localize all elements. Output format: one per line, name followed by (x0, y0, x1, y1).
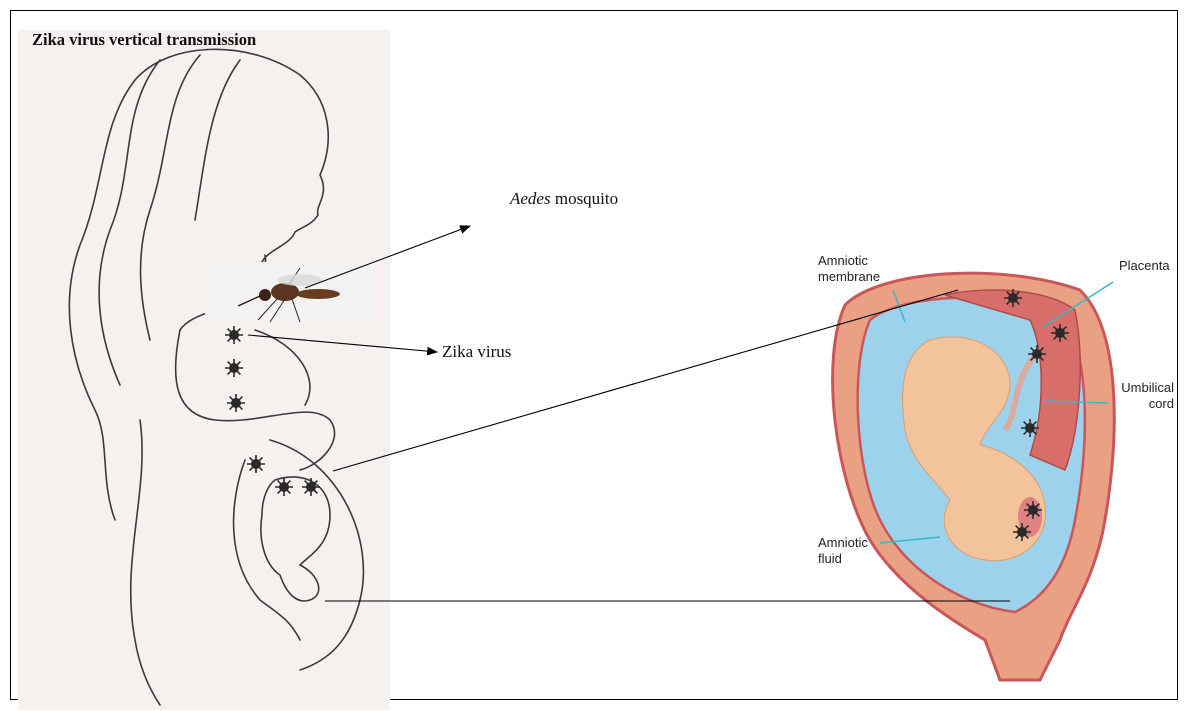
amniotic-fluid-label: Amniotic fluid (818, 535, 868, 567)
zika-virus-label: Zika virus (442, 342, 511, 362)
amniotic-fluid-line-1: Amniotic (818, 535, 868, 551)
aedes-genus: Aedes (510, 189, 551, 208)
virus-particles-woman (225, 326, 320, 496)
mosquito-word: mosquito (551, 189, 619, 208)
amniotic-membrane-line-1: Amniotic (818, 253, 880, 269)
umbilical-cord-line-1: Umbilical (1112, 380, 1174, 396)
zika-virus-arrow (248, 335, 437, 352)
amniotic-membrane-line-2: membrane (818, 269, 880, 285)
amniotic-fluid-line-2: fluid (818, 551, 868, 567)
aedes-mosquito-label: Aedes mosquito (510, 189, 618, 209)
placenta-label: Placenta (1119, 258, 1170, 274)
mosquito-arrow (305, 226, 470, 288)
umbilical-cord-label: Umbilical cord (1112, 380, 1174, 412)
pregnant-woman-drawing (69, 49, 363, 705)
figure-title: Zika virus vertical transmission (32, 30, 256, 50)
umbilical-cord-line-2: cord (1112, 396, 1174, 412)
uterus-illustration (833, 273, 1115, 680)
amniotic-membrane-label: Amniotic membrane (818, 253, 880, 285)
